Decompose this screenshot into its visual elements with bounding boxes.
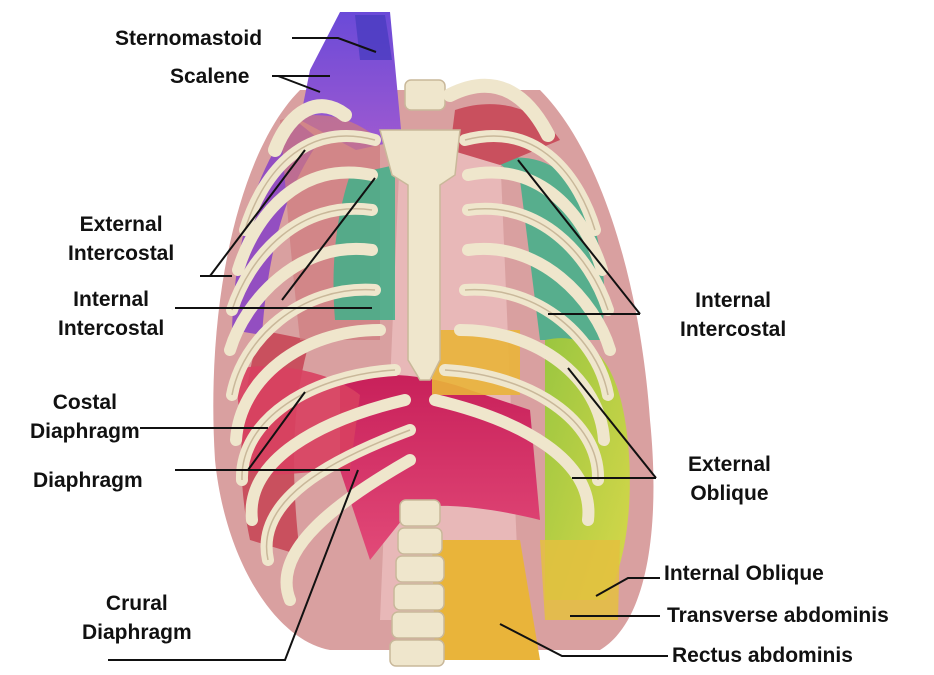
label-external-oblique: External Oblique	[688, 450, 771, 508]
label-internal-intercostal-left: Internal Intercostal	[58, 285, 164, 343]
label-costal-diaphragm: Costal Diaphragm	[30, 388, 140, 446]
label-internal-oblique: Internal Oblique	[664, 559, 824, 588]
label-rectus-abdominis: Rectus abdominis	[672, 641, 853, 670]
label-external-intercostal: External Intercostal	[68, 210, 174, 268]
label-transverse-abdominis: Transverse abdominis	[667, 601, 889, 630]
label-sternomastoid: Sternomastoid	[115, 24, 262, 53]
label-internal-intercostal-right: Internal Intercostal	[680, 286, 786, 344]
label-crural-diaphragm: Crural Diaphragm	[82, 589, 192, 647]
label-diaphragm: Diaphragm	[33, 466, 143, 495]
label-scalene: Scalene	[170, 62, 249, 91]
